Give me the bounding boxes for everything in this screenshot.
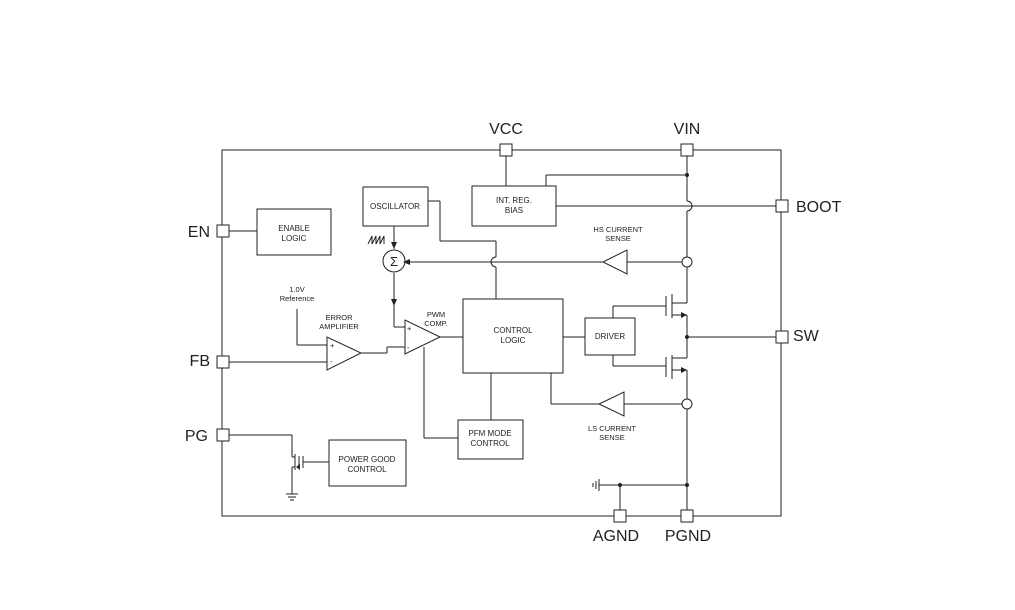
pgnd-pin-label: PGND: [665, 528, 711, 545]
ls-current-sense-label-1: LS CURRENT: [588, 424, 636, 433]
error-amplifier-label-2: AMPLIFIER: [319, 322, 359, 331]
hs-current-sense-label-1: HS CURRENT: [593, 225, 643, 234]
power-good-control-label-2: CONTROL: [347, 465, 387, 474]
control-logic-label-1: CONTROL: [493, 326, 533, 335]
hs-sense-point: [681, 256, 693, 268]
boot-pin: [775, 199, 789, 213]
error-amp-plus: +: [330, 341, 335, 350]
error-amplifier-label-1: ERROR: [325, 313, 353, 322]
agnd-ground-icon: [592, 479, 600, 491]
vcc-pin-label: VCC: [489, 121, 523, 138]
oscillator-label: OSCILLATOR: [370, 202, 420, 211]
boot-pin-label: BOOT: [796, 199, 842, 216]
pfm-mode-control-label-2: CONTROL: [470, 439, 510, 448]
fb-pin-label: FB: [190, 353, 210, 370]
high-side-mosfet: [665, 294, 688, 337]
agnd-pin: [613, 509, 627, 523]
driver-block: [584, 317, 636, 356]
power-good-mosfet: [294, 454, 304, 470]
int-reg-bias-block: [471, 185, 557, 227]
int-reg-bias-label-2: BIAS: [505, 206, 523, 215]
low-side-mosfet: [665, 337, 688, 379]
error-amplifier-symbol: [326, 336, 363, 371]
sawtooth-ramp-icon: [367, 235, 385, 245]
wires: [229, 155, 776, 510]
power-good-control-label-1: POWER GOOD: [339, 455, 396, 464]
pwm-comp-label-1: PWM: [427, 310, 445, 319]
int-reg-bias-label-1: INT. REG.: [496, 196, 532, 205]
enable-logic-block: [256, 208, 332, 256]
ls-current-sense-buffer: [597, 391, 625, 417]
enable-logic-label-1: ENABLE: [278, 224, 310, 233]
vin-pin: [680, 143, 694, 157]
ground-icon: [286, 493, 298, 501]
reference-label-2: Reference: [280, 294, 315, 303]
enable-logic-label-2: LOGIC: [282, 234, 307, 243]
sum-down-arrow: [391, 299, 397, 306]
ls-sense-point: [681, 398, 693, 410]
summing-symbol: Σ: [390, 254, 398, 269]
hs-current-sense-buffer: [601, 249, 628, 275]
sw-pin-label: SW: [793, 328, 820, 345]
agnd-pin-label: AGND: [593, 528, 639, 545]
vin-pin-label: VIN: [674, 121, 701, 138]
vcc-pin: [499, 143, 513, 157]
control-logic-label-2: LOGIC: [501, 336, 526, 345]
sw-pin: [775, 330, 789, 344]
pfm-mode-control-block: [457, 419, 524, 460]
en-pin-label: EN: [188, 224, 210, 241]
ls-current-sense-label-2: SENSE: [599, 433, 624, 442]
hs-current-sense-label-2: SENSE: [605, 234, 630, 243]
reference-label-1: 1.0V: [289, 285, 304, 294]
pg-pin: [216, 428, 230, 442]
oscillator-arrow: [391, 242, 397, 249]
driver-label: DRIVER: [595, 332, 625, 341]
en-pin: [216, 224, 230, 238]
oscillator-block: [362, 186, 429, 227]
power-good-control-block: [328, 439, 407, 487]
pwm-comp-label-2: COMP.: [424, 319, 448, 328]
pwm-comparator-symbol: [404, 319, 442, 355]
pwm-comp-minus: -: [407, 343, 410, 352]
pgnd-pin: [680, 509, 694, 523]
control-logic-block: [462, 298, 564, 374]
pwm-comp-plus: +: [407, 324, 412, 333]
pfm-mode-control-label-1: PFM MODE: [468, 429, 511, 438]
summing-junction: [382, 249, 406, 273]
sum-input-arrow: [403, 259, 410, 265]
fb-pin: [216, 355, 230, 369]
pg-pin-label: PG: [185, 428, 208, 445]
error-amp-minus: -: [330, 357, 333, 366]
